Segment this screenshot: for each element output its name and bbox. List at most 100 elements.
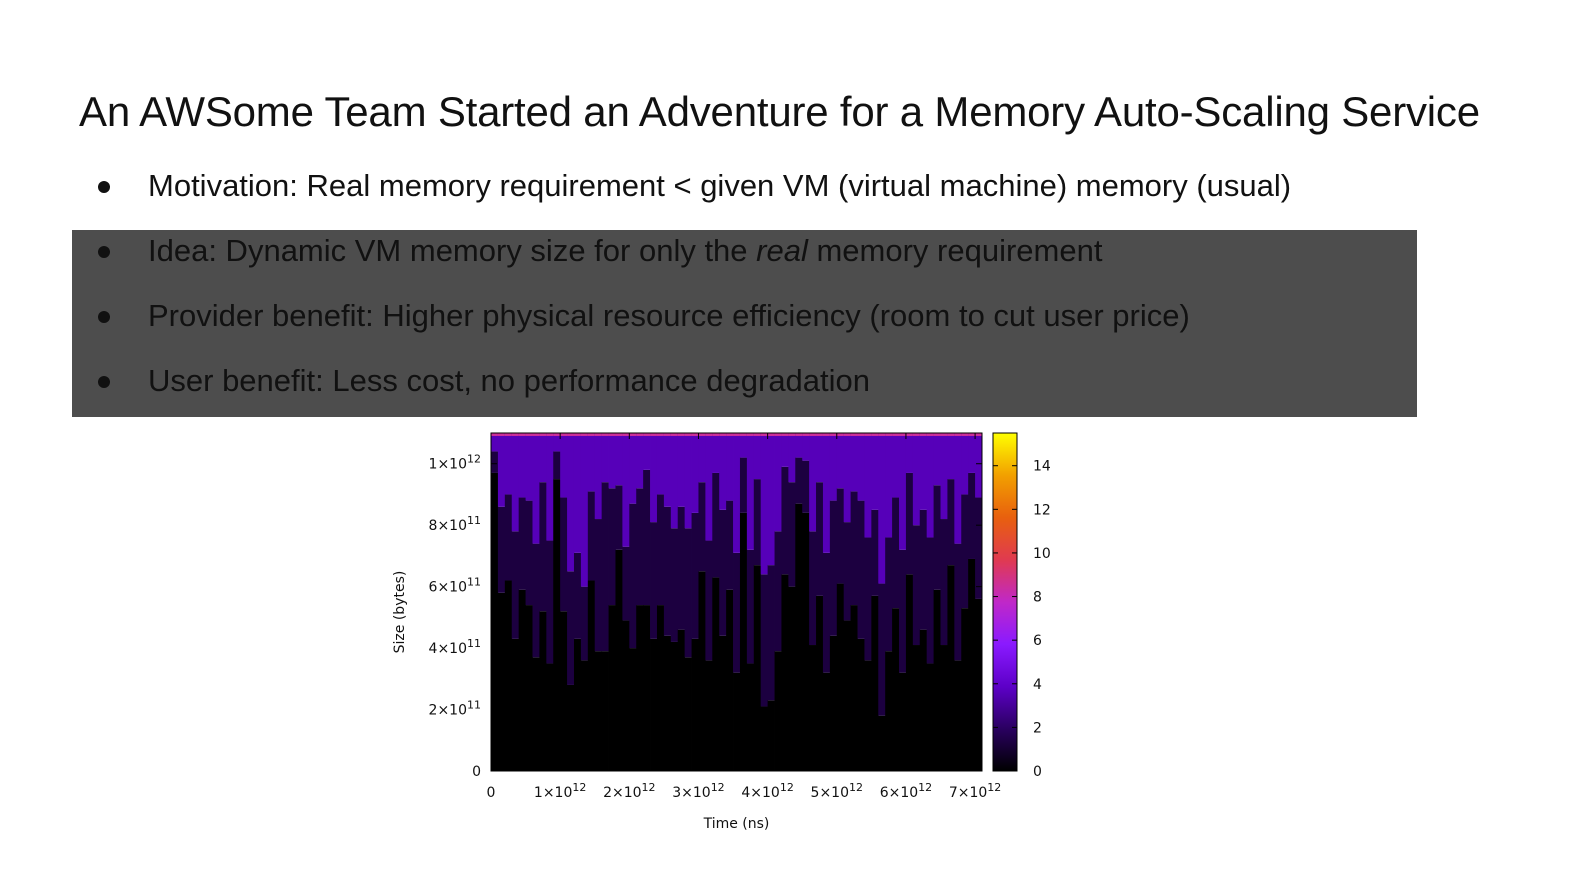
heatmap-column (947, 433, 955, 771)
heatmap-cell-top (525, 433, 533, 436)
heatmap-cell-mid (539, 482, 547, 612)
colorbar-tick-label: 10 (1033, 546, 1051, 562)
heatmap-cell-top (504, 433, 513, 436)
heatmap-cell-top (739, 433, 748, 436)
x-tick-label: 0 (487, 785, 496, 801)
bullet-dot (98, 246, 110, 258)
heatmap-cell-high (525, 433, 533, 501)
heatmap-column (726, 433, 734, 771)
heatmap-cell-mid (726, 500, 734, 590)
heatmap-cell-high (975, 433, 983, 498)
heatmap-column (892, 433, 900, 771)
heatmap-cell-top (698, 433, 706, 436)
heatmap-cell-high (615, 433, 623, 486)
heatmap-cell-mid (553, 451, 561, 480)
heatmap-cell-top (733, 433, 741, 436)
heatmap-cell-high (836, 433, 845, 489)
heatmap-cell-high (491, 433, 499, 452)
heatmap-cell-top (788, 433, 796, 436)
tick-mantissa: 0 (472, 764, 481, 780)
heatmap-cell-high (871, 433, 879, 510)
heatmap-cell-top (705, 433, 713, 436)
heatmap-cell-mid (643, 469, 651, 606)
heatmap-cell-low (601, 651, 609, 771)
heatmap-cell-high (864, 433, 872, 538)
heatmap-cell-low (885, 651, 893, 771)
heatmap-cell-high (733, 433, 741, 553)
heatmap-cell-top (802, 433, 810, 436)
heatmap-column (795, 433, 803, 771)
heatmap-cell-high (912, 433, 921, 526)
heatmap-cell-low (850, 605, 858, 771)
heatmap-column (899, 433, 907, 771)
heatmap-cell-high (643, 433, 651, 470)
heatmap-cell-top (781, 433, 789, 436)
heatmap-cell-top (663, 433, 672, 436)
heatmap-cell-low (573, 638, 582, 771)
colorbar-tick-label: 14 (1033, 459, 1051, 475)
heatmap-cell-mid (746, 549, 755, 664)
tick-mantissa: 8×10 (429, 518, 467, 534)
heatmap-cell-mid (594, 519, 603, 652)
heatmap-cell-top (677, 433, 686, 436)
heatmap-column (684, 433, 692, 771)
heatmap-cell-low (809, 645, 817, 771)
bullet-text: User benefit: Less cost, no performance … (148, 363, 871, 398)
heatmap-cell-low (975, 598, 983, 771)
heatmap-cell-mid (491, 451, 499, 473)
heatmap-cell-top (615, 433, 623, 436)
heatmap-cell-mid (788, 482, 796, 587)
heatmap-cell-high (622, 433, 630, 547)
heatmap-cell-high (497, 433, 506, 507)
heatmap-cell-mid (663, 506, 672, 636)
tick-exponent: 12 (849, 781, 863, 794)
heatmap-cell-mid (532, 543, 540, 658)
heatmap-cell-high (601, 433, 609, 483)
heatmap-cell-top (816, 433, 824, 436)
heatmap-cell-top (926, 433, 934, 436)
tick-mantissa: 2×10 (429, 703, 467, 719)
heatmap-cell-low (677, 629, 686, 771)
heatmap-cell-high (926, 433, 934, 538)
heatmap-column (774, 433, 782, 771)
heatmap-cell-top (601, 433, 609, 436)
heatmap-cell-low (532, 657, 540, 771)
heatmap-cell-low (705, 660, 713, 771)
heatmap-cell-top (857, 433, 865, 436)
heatmap-cell-top (892, 433, 900, 436)
heatmap-cell-low (816, 595, 824, 771)
heatmap-cell-low (712, 577, 720, 771)
heatmap-cell-low (892, 608, 900, 771)
heatmap-cell-high (933, 433, 941, 486)
heatmap-cell-mid (899, 549, 907, 673)
heatmap-column (733, 433, 741, 771)
heatmap-cell-mid (560, 497, 568, 612)
heatmap-column (670, 433, 679, 771)
heatmap-cell-high (608, 433, 616, 489)
tick-mantissa: 2×10 (603, 785, 641, 801)
heatmap-cell-high (878, 433, 886, 584)
heatmap-cell-mid (850, 491, 858, 606)
heatmap-cell-low (650, 638, 658, 771)
x-tick-label: 6×1012 (880, 781, 932, 801)
heatmap-cell-mid (836, 488, 845, 584)
heatmap-cell-low (767, 700, 775, 771)
heatmap-cell-mid (608, 488, 616, 606)
heatmap-cell-high (594, 433, 603, 520)
heatmap-column (643, 433, 651, 771)
heatmap-cell-mid (954, 543, 962, 661)
y-tick-label: 0 (472, 764, 481, 780)
heatmap-cell-mid (601, 482, 609, 652)
heatmap-column (850, 433, 858, 771)
heatmap-column (857, 433, 865, 771)
heatmap-cell-low (615, 549, 623, 771)
heatmap-cell-top (767, 433, 775, 436)
heatmap-column (885, 433, 893, 771)
heatmap-cells (491, 433, 983, 771)
heatmap-cell-low (864, 660, 872, 771)
heatmap-cell-high (698, 433, 706, 483)
heatmap-cell-low (926, 663, 934, 771)
